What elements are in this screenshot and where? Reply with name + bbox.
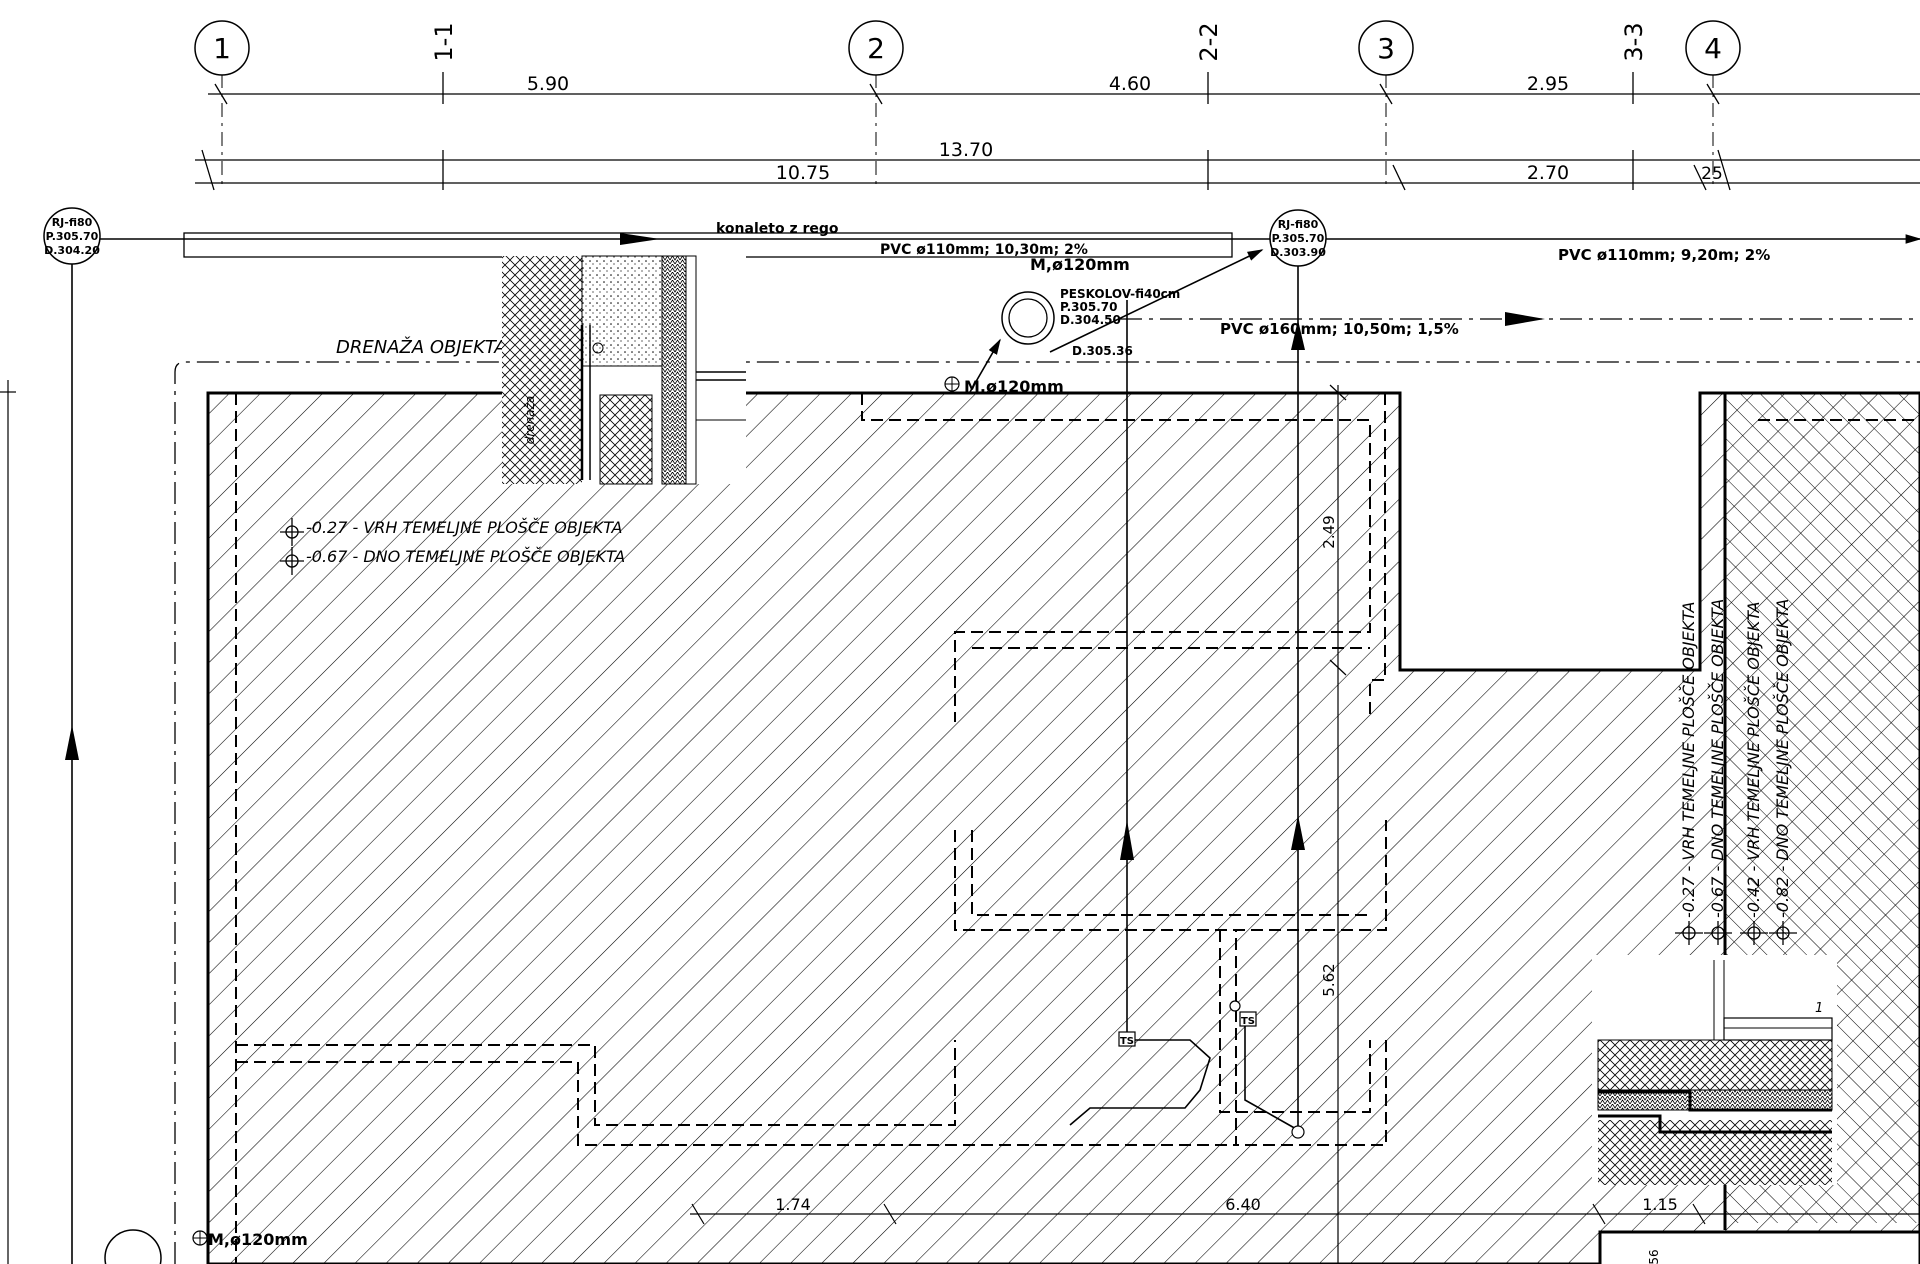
- dim-10-75: 10.75: [776, 162, 830, 184]
- bottom-right-opening: [1598, 1230, 1920, 1264]
- pvc-110-b-label: PVC ø110mm; 9,20m; 2%: [1558, 246, 1770, 264]
- m120-b-label: M,ø120mm: [964, 377, 1064, 396]
- level-v2: -0.67 - DNO TEMELJNE PLOŠČE OBJEKTA: [1708, 599, 1727, 918]
- drainage-label: DRENAŽA OBJEKTA: [336, 336, 507, 358]
- manhole-bottom-left: [104, 1229, 162, 1264]
- grid-axis-bubbles: 1 2 3 4: [194, 20, 1741, 76]
- manhole-right-d: D.303.90: [1270, 246, 1326, 259]
- dim-2-70: 2.70: [1527, 162, 1569, 184]
- sand-trap-name: PESKOLOV-fi40cm: [1060, 287, 1180, 301]
- dim-4-60: 4.60: [1109, 73, 1151, 95]
- section-mark-2-2: 2-2: [1195, 22, 1223, 61]
- manhole-right-p: P.305.70: [1272, 232, 1325, 245]
- section-mark-1-1: 1-1: [430, 22, 458, 61]
- axis-2-bubble: 2: [848, 20, 904, 76]
- axis-3-label: 3: [1377, 32, 1395, 65]
- manhole-left: RJ-fi80 P.305.70 D.304.20: [43, 207, 101, 265]
- level-v3: -0.42 - VRH TEMELJNE PLOŠČE OBJEKTA: [1744, 602, 1763, 918]
- level-markers-vertical: -0.27 - VRH TEMELJNE PLOŠČE OBJEKTA -0.6…: [1675, 599, 1797, 945]
- level-bottom-slab: -0.67 - DNO TEMELJNE PLOŠČE OBJEKTA: [306, 547, 625, 566]
- detail-inset-wall: drenaža: [502, 255, 746, 485]
- pipe-lines: [65, 232, 1920, 1264]
- m120-a-label: M,ø120mm: [1030, 255, 1130, 274]
- dim-56: 56: [1647, 1249, 1661, 1264]
- dim-5-90: 5.90: [527, 73, 569, 95]
- gutter-label: konaleto z rego: [716, 221, 839, 237]
- manhole-left-d: D.304.20: [44, 244, 100, 257]
- dim-13-70: 13.70: [939, 139, 993, 161]
- axis-2-label: 2: [867, 32, 885, 65]
- dim-1-15: 1.15: [1642, 1195, 1678, 1214]
- pvc-110-a-label: PVC ø110mm; 10,30m; 2%: [880, 242, 1088, 258]
- dim-2-49: 2.49: [1320, 515, 1338, 548]
- m120-c: M,ø120mm: [192, 1230, 308, 1249]
- sand-trap: PESKOLOV-fi40cm P.305.70 D.304.50 D.305.…: [1001, 287, 1180, 358]
- manhole-right-name: RJ-fi80: [1278, 218, 1319, 231]
- sand-trap-p: P.305.70: [1060, 300, 1117, 314]
- sand-trap-extra: D.305.36: [1072, 344, 1133, 358]
- level-top-slab: -0.27 - VRH TEMELJNE PLOŠČE OBJEKTA: [306, 518, 622, 537]
- ts-markers: TS TS: [1118, 1000, 1305, 1139]
- ts-marker-1: TS: [1120, 1036, 1134, 1047]
- detail-inset-floor: 1: [1592, 955, 1837, 1185]
- dimension-chains: [195, 72, 1920, 191]
- detail-number: 1: [1815, 1001, 1823, 1016]
- axis-1-bubble: 1: [194, 20, 250, 76]
- dimension-texts: 5.90 4.60 2.95 13.70 10.75 2.70 25: [527, 73, 1723, 184]
- axis-4-bubble: 4: [1685, 20, 1741, 76]
- manhole-right: RJ-fi80 P.305.70 D.303.90: [1269, 209, 1327, 267]
- dim-2-95: 2.95: [1527, 73, 1569, 95]
- drainage-outline: [174, 361, 1920, 1264]
- bottom-dimension-chain: [690, 1203, 1920, 1225]
- ts-marker-2: TS: [1241, 1016, 1255, 1027]
- section-mark-3-3: 3-3: [1620, 22, 1648, 61]
- dashed-footings: [235, 393, 1920, 1264]
- dim-6-40: 6.40: [1225, 1195, 1261, 1214]
- dim-25: 25: [1701, 164, 1723, 184]
- m120-b: M,ø120mm: [944, 376, 1064, 396]
- manhole-left-p: P.305.70: [46, 230, 99, 243]
- sand-trap-d: D.304.50: [1060, 313, 1121, 327]
- level-v4: -0.82 - DNO TEMELJNE PLOŠČE OBJEKTA: [1773, 599, 1792, 918]
- manhole-left-name: RJ-fi80: [52, 216, 93, 229]
- m120-c-label: M,ø120mm: [208, 1230, 308, 1249]
- detail-drainage-text: drenaža: [523, 396, 537, 445]
- axis-4-label: 4: [1704, 32, 1722, 65]
- dim-5-62: 5.62: [1320, 963, 1338, 996]
- axis-1-label: 1: [213, 32, 231, 65]
- level-markers-horizontal: -0.27 - VRH TEMELJNE PLOŠČE OBJEKTA -0.6…: [280, 518, 625, 575]
- dim-1-74: 1.74: [775, 1195, 811, 1214]
- vertical-dims: [0, 380, 1347, 1264]
- level-v1: -0.27 - VRH TEMELJNE PLOŠČE OBJEKTA: [1679, 602, 1698, 918]
- axis-3-bubble: 3: [1358, 20, 1414, 76]
- pvc-160-label: PVC ø160mm; 10,50m; 1,5%: [1220, 320, 1459, 338]
